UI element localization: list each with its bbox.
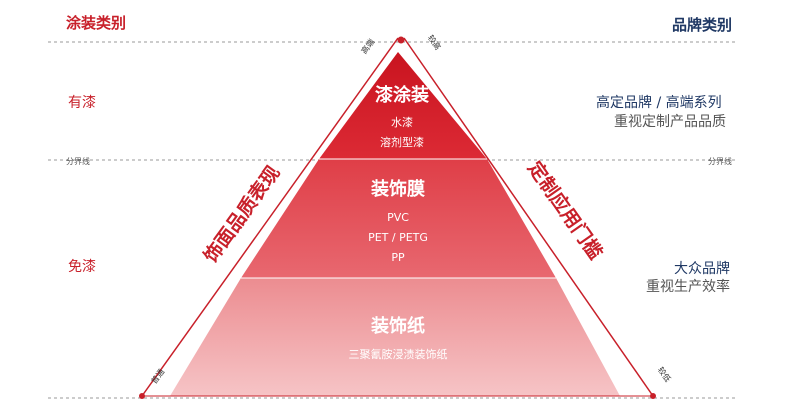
coating-category-paint-free: 免漆 [68,259,96,275]
coating-category-header: 涂装类别 [66,14,127,32]
tier-bottom-item: 三聚氰胺浸渍装饰纸 [349,347,448,361]
right-axis-top-tag: 较高 [426,33,443,52]
pyramid-tier-middle [241,159,556,278]
left-axis-line [141,37,399,397]
tier-top-item: 溶剂型漆 [380,135,424,149]
apex-dot [397,36,405,44]
left-axis-bottom-tag: 普通 [149,367,166,386]
tier-middle-item: PVC [387,211,409,224]
divider-label-left: 分界线 [66,157,90,166]
tier-top-title: 漆涂装 [375,84,429,106]
pyramid-tier-bottom [170,278,620,396]
brand-premium-title: 高定品牌 / 高端系列 [596,95,722,111]
left-axis-top-tag: 高端 [359,37,376,56]
right-axis-line [403,37,654,397]
divider-label-right: 分界线 [708,157,732,166]
tier-middle-item: PET / PETG [368,231,428,244]
brand-category-header: 品牌类别 [672,16,733,34]
tier-middle-item: PP [391,251,405,264]
tier-middle-title: 装饰膜 [371,178,425,200]
brand-premium-subtitle: 重视定制产品品质 [614,114,726,130]
left-base-dot [139,393,145,399]
tier-bottom-title: 装饰纸 [371,315,425,337]
right-axis-bottom-tag: 较低 [656,365,673,384]
pyramid-tier-top [319,52,487,159]
tier-top-item: 水漆 [391,116,413,129]
brand-mass-subtitle: 重视生产效率 [646,279,730,295]
coating-category-with-paint: 有漆 [68,95,96,111]
brand-mass-title: 大众品牌 [674,261,730,277]
right-base-dot [650,393,656,399]
